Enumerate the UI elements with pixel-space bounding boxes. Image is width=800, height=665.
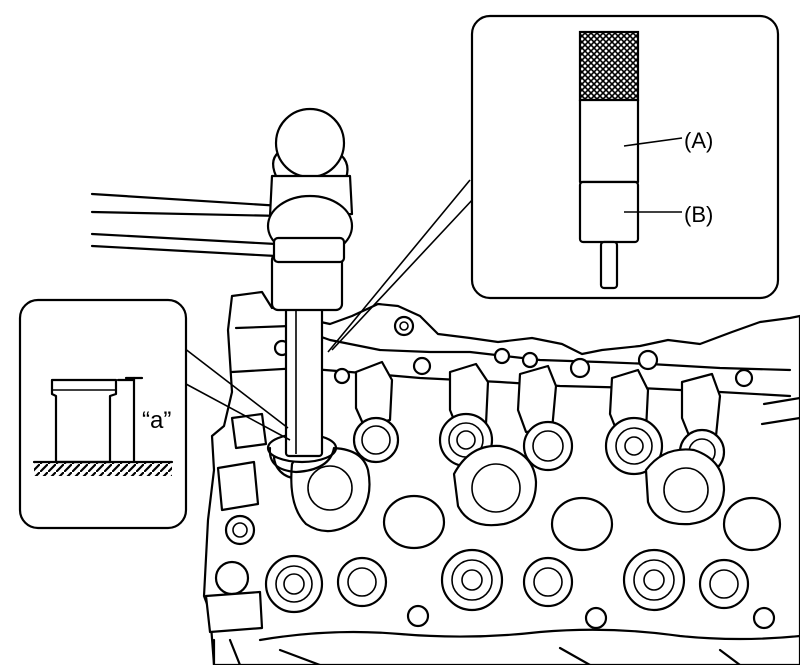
leader-line-left (183, 347, 289, 429)
installer-tool-icon (270, 252, 344, 458)
seal-height-callout (18, 298, 188, 530)
ground-hatch (34, 462, 172, 476)
cam-caps (290, 444, 726, 533)
label-part-a: (A) (684, 128, 713, 153)
installer-detail-callout (470, 14, 780, 300)
leader-line-top (327, 179, 471, 353)
label-height-a: “a” (142, 407, 171, 434)
valve-springs-lower (264, 548, 750, 614)
hammer-icon (90, 107, 354, 264)
knurled-grip (578, 30, 640, 102)
label-part-b: (B) (684, 202, 713, 227)
cylinder-head (202, 290, 800, 665)
